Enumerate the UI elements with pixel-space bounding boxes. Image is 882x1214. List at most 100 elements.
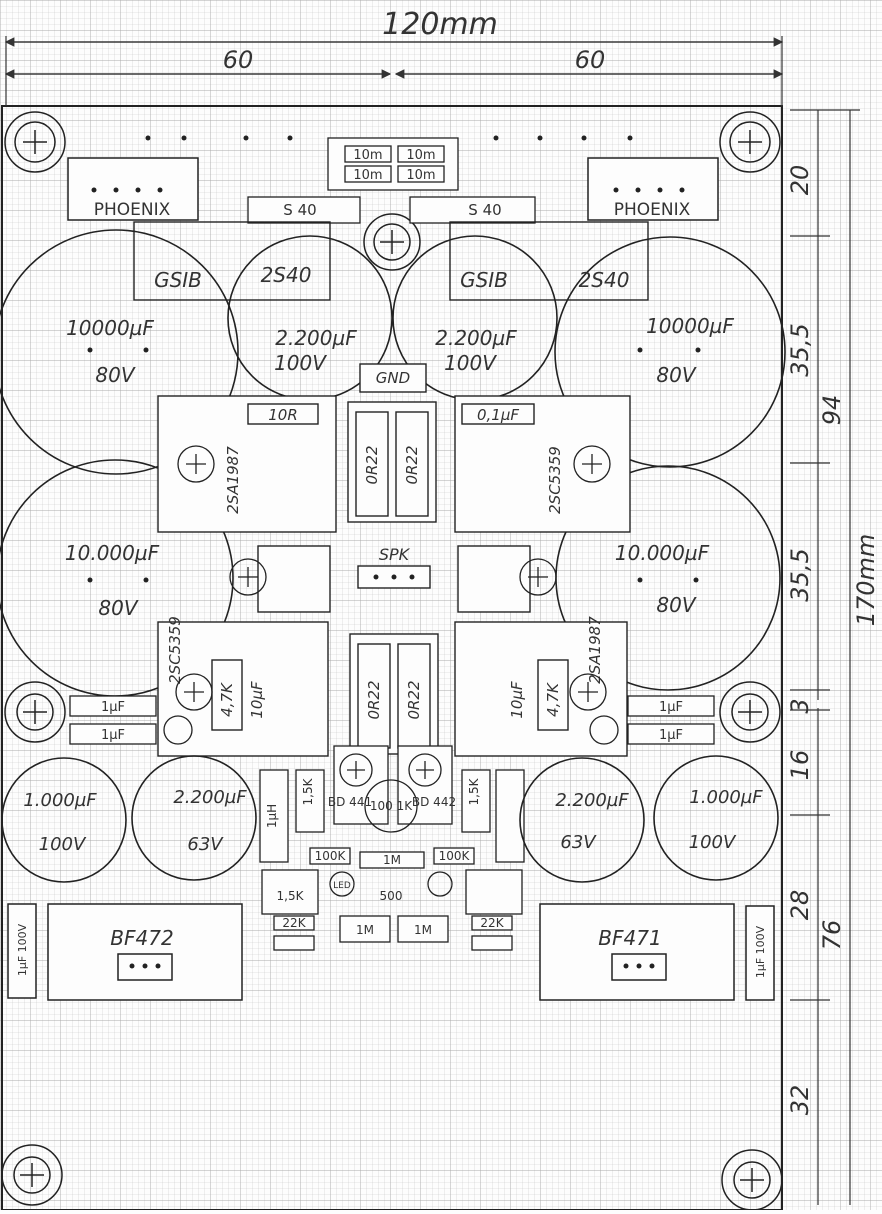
- s40-left-label: S 40: [283, 201, 316, 219]
- cap-2200-bl: [131, 755, 257, 881]
- lower-output-blocks: [157, 621, 628, 757]
- dim-seg-a: 35,5: [786, 323, 814, 376]
- top-res-r3: 10m: [353, 168, 382, 183]
- or22-1: 0R22: [363, 445, 381, 484]
- spk-block: [257, 545, 531, 613]
- dimension-right: [790, 109, 860, 1205]
- heatsink-right-label: BF471: [598, 926, 661, 950]
- bridge-right-2s40: 2S40: [579, 268, 630, 292]
- mounting-hole-top-center: [363, 213, 421, 271]
- tr-right-upper: 2SC5359: [546, 446, 564, 514]
- dim-seg-d: 16: [786, 750, 814, 781]
- r100k-1: 100K: [315, 849, 347, 863]
- c1uf-2: 1µF: [101, 728, 125, 743]
- r10-label: 10R: [268, 406, 298, 424]
- bridge-left-2s40: 2S40: [261, 263, 312, 287]
- cap-2200-right-volt: 100V: [444, 351, 497, 375]
- heatsink-left-label: BF472: [110, 926, 173, 950]
- heatsink-right: [539, 903, 735, 1001]
- phoenix-connectors: [67, 157, 719, 221]
- r15k-2: 1,5K: [467, 777, 481, 805]
- tr-left-upper: 2SA1987: [224, 446, 242, 514]
- c1uf-3: 1µF: [659, 700, 683, 715]
- lower-mount-holes: [175, 673, 607, 711]
- bcap-r-inner-volt: 63V: [560, 832, 597, 853]
- pot-label: 100 1K: [370, 799, 413, 813]
- bcap-r-outer-value: 1.000µF: [689, 787, 763, 808]
- r1m-3: 1M: [414, 923, 432, 937]
- bcap-l-outer-volt: 100V: [39, 834, 87, 855]
- upper-mount-holes: [177, 445, 611, 483]
- bd-left-label: BD 441: [328, 795, 372, 809]
- mounting-hole-bl: [1, 1144, 63, 1206]
- c1uf-4: 1µF: [659, 728, 683, 743]
- r22k-1: 22K: [282, 916, 306, 930]
- r22k-2: 22K: [480, 916, 504, 930]
- bd-right-label: BD 442: [412, 795, 456, 809]
- bridge-left-label: GSIB: [154, 268, 202, 292]
- side-cap-left: 1µF 100V: [16, 923, 29, 976]
- or22-4: 0R22: [405, 680, 423, 719]
- gnd-label: GND: [376, 369, 410, 387]
- pads: [87, 135, 701, 969]
- dim-upper-block: 94: [818, 395, 846, 426]
- bcap-r-outer-volt: 100V: [689, 832, 737, 853]
- cap-tl-value: 10000µF: [66, 316, 154, 340]
- dim-total-width: 120mm: [382, 7, 498, 42]
- bridge-outlines: [133, 221, 649, 301]
- side-small-caps: [69, 695, 715, 745]
- cap-2200-left-value: 2.200µF: [275, 326, 357, 350]
- or22-2: 0R22: [403, 445, 421, 484]
- dim-right-labels: 20 35,5 94 35,5 170mm 3 16 28 76 32: [786, 165, 880, 1116]
- r47k-left: 4,7K: [218, 682, 236, 717]
- dim-lower-block: 76: [818, 920, 846, 951]
- mounting-hole-tr: [719, 111, 781, 173]
- top-res-r1: 10m: [353, 148, 382, 163]
- side-cap-right: 1µF 100V: [754, 925, 767, 978]
- cap-mr-value: 10.000µF: [615, 541, 710, 565]
- cap-2200-left-volt: 100V: [274, 351, 327, 375]
- cap-tr-value: 10000µF: [646, 314, 734, 338]
- c1uf-driver-left: 1µH: [265, 804, 279, 828]
- bcap-l-outer-value: 1.000µF: [23, 790, 97, 811]
- dimension-top: [4, 36, 784, 106]
- dim-seg-f: 32: [786, 1085, 814, 1116]
- bridge-right-label: GSIB: [460, 268, 508, 292]
- cap-2200-right-value: 2.200µF: [435, 326, 517, 350]
- top-res-r4: 10m: [406, 168, 435, 183]
- spk-label: SPK: [379, 545, 411, 564]
- r100k-2: 100K: [439, 849, 471, 863]
- dim-seg-c: 3: [786, 698, 814, 713]
- c01-label: 0,1µF: [477, 406, 519, 424]
- r47k-right: 4,7K: [544, 682, 562, 717]
- upper-output-blocks: [157, 363, 631, 533]
- cap-10000-tr: [554, 236, 786, 468]
- dim-total-height: 170mm: [852, 534, 880, 627]
- cap-mr-volt: 80V: [656, 593, 696, 617]
- trim-pot: [364, 779, 418, 833]
- phoenix-left-label: PHOENIX: [94, 200, 171, 220]
- top-res-r2: 10m: [406, 148, 435, 163]
- phoenix-left-box: [67, 157, 199, 221]
- cap-ml-value: 10.000µF: [65, 541, 160, 565]
- cap-tr-volt: 80V: [656, 363, 696, 387]
- r15k-1: 1,5K: [301, 777, 315, 805]
- r500-label: 500: [380, 889, 403, 903]
- bottom-heatsinks: [7, 903, 775, 1001]
- phoenix-right-label: PHOENIX: [614, 200, 691, 220]
- dim-seg-top: 20: [786, 165, 814, 196]
- mounting-holes: [1, 111, 783, 1211]
- bottom-capacitors: [1, 755, 779, 883]
- led-label: LED: [333, 881, 351, 891]
- cap-2200-br: [519, 757, 645, 883]
- bcap-l-inner-volt: 63V: [187, 834, 224, 855]
- s40-right-label: S 40: [468, 201, 501, 219]
- heatsink-left: [47, 903, 243, 1001]
- cap-1000-left: [1, 757, 127, 883]
- bcap-l-inner-value: 2.200µF: [173, 787, 247, 808]
- cap-tl-volt: 80V: [95, 363, 135, 387]
- cap-1000-right: [653, 755, 779, 881]
- bcap-r-inner-value: 2.200µF: [555, 790, 629, 811]
- r1m-1: 1M: [383, 853, 401, 867]
- dim-half-left: 60: [223, 46, 254, 74]
